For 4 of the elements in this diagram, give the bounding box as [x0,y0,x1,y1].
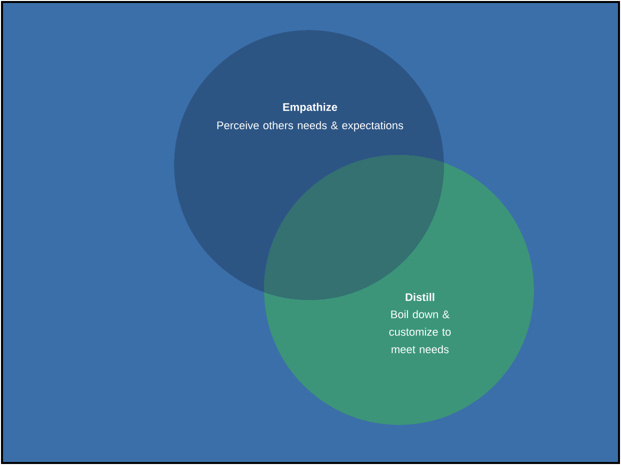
circle-heading: Distill [406,292,434,302]
circle-heading: Empathize [283,102,338,114]
circle-description: Perceive others needs & expectations [217,121,404,132]
circle-description: Boil down & customize to meet needs [389,310,451,354]
